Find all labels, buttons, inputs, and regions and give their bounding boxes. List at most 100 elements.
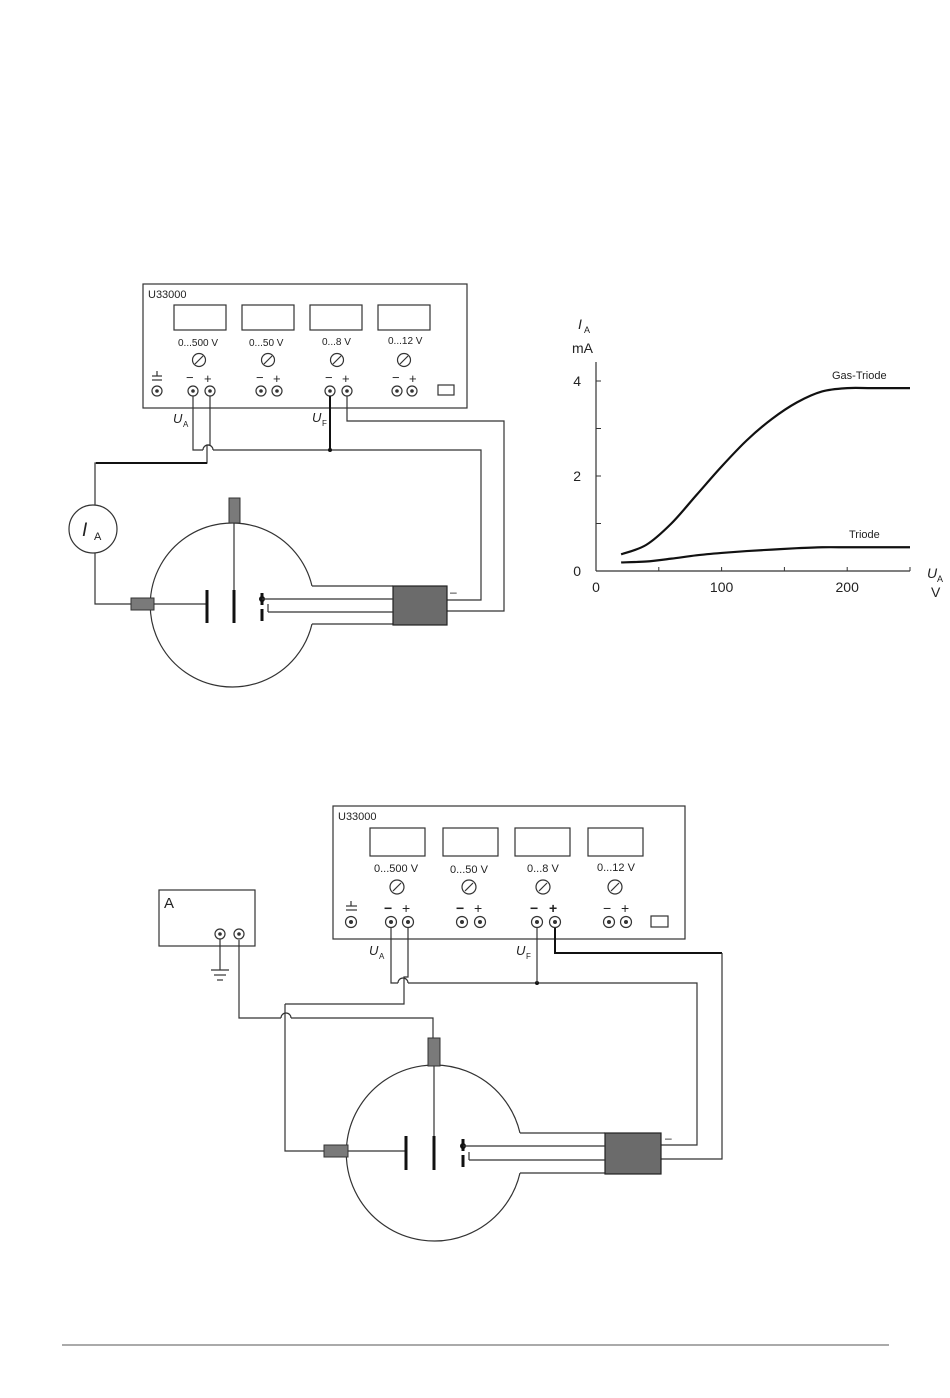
ammeter-2: A [159, 890, 255, 980]
plus-label: + [621, 900, 629, 916]
filament-voltage-label: U [516, 943, 526, 958]
y-tick-label: 4 [573, 373, 581, 389]
socket-icon[interactable] [256, 386, 266, 396]
display-12v [378, 305, 430, 330]
filament-voltage-sub: F [322, 419, 327, 428]
ammeter-sub: A [94, 531, 102, 543]
y-axis-label-sub: A [584, 325, 590, 335]
x-axis-label-sub: A [937, 574, 943, 584]
socket-icon[interactable] [272, 386, 282, 396]
socket-icon[interactable] [152, 386, 162, 396]
plus-label: + [474, 900, 482, 916]
series-label-gas-triode: Gas-Triode [832, 370, 887, 382]
knob-50v-icon[interactable] [262, 354, 275, 367]
anode-voltage-sub: A [379, 952, 385, 961]
knob-50v-icon[interactable] [462, 880, 476, 894]
socket-icon[interactable] [457, 917, 468, 928]
anode-voltage-sub: A [183, 420, 189, 429]
x-tick-label: 0 [592, 579, 600, 595]
socket-icon[interactable] [342, 386, 352, 396]
iv-chart: 0100200024 I A mA U A V Gas-Triode Triod… [572, 316, 943, 600]
range-label-8v: 0...8 V [527, 863, 559, 875]
socket-icon[interactable] [475, 917, 486, 928]
socket-icon[interactable] [407, 386, 417, 396]
knob-8v-icon[interactable] [331, 354, 344, 367]
gas-triode-tube-2: – [324, 1038, 672, 1241]
filament-voltage-sub: F [526, 952, 531, 961]
display-500v [174, 305, 226, 330]
socket-icon[interactable] [234, 929, 244, 939]
display-50v [242, 305, 294, 330]
gas-triode-tube-1: – [131, 498, 457, 687]
socket-icon[interactable] [392, 386, 402, 396]
supply-model: U33000 [338, 811, 377, 823]
y-axis-unit: mA [572, 340, 594, 356]
ammeter-1: I A [69, 505, 117, 553]
socket-icon[interactable] [550, 917, 561, 928]
knob-12v-icon[interactable] [608, 880, 622, 894]
socket-icon[interactable] [532, 917, 543, 928]
wiring-2 [239, 928, 722, 1159]
filament-voltage-label: U [312, 410, 322, 425]
display-12v [588, 828, 643, 856]
power-supply-2: U33000 0...500 V 0...50 V 0...8 V 0...12… [333, 806, 685, 939]
x-tick-label: 100 [710, 579, 734, 595]
socket-icon[interactable] [215, 929, 225, 939]
socket-icon[interactable] [604, 917, 615, 928]
anode-voltage-label: U [369, 943, 379, 958]
plus-label: + [402, 900, 410, 916]
minus-label: − [186, 370, 194, 385]
minus-label: − [384, 900, 392, 916]
range-label-12v: 0...12 V [597, 862, 636, 874]
minus-label: − [256, 370, 264, 385]
minus-label: − [456, 900, 464, 916]
minus-label: − [325, 370, 333, 385]
knob-12v-icon[interactable] [398, 354, 411, 367]
socket-icon[interactable] [346, 917, 357, 928]
plus-label: + [273, 371, 281, 386]
circuit-2: U33000 0...500 V 0...50 V 0...8 V 0...12… [159, 806, 722, 1241]
knob-500v-icon[interactable] [193, 354, 206, 367]
power-supply-1: U33000 0...500 V 0...50 V 0...8 V 0...12… [143, 284, 467, 408]
display-500v [370, 828, 425, 856]
supply-model: U33000 [148, 289, 187, 301]
anode-voltage-label: U [173, 411, 183, 426]
minus-label: − [603, 900, 611, 916]
plus-label: + [549, 900, 557, 916]
socket-icon[interactable] [621, 917, 632, 928]
range-label-500v: 0...500 V [178, 338, 218, 349]
minus-label: − [530, 900, 538, 916]
plus-label: + [409, 371, 417, 386]
display-8v [310, 305, 362, 330]
knob-8v-icon[interactable] [536, 880, 550, 894]
knob-500v-icon[interactable] [390, 880, 404, 894]
socket-icon[interactable] [386, 917, 397, 928]
socket-minus-label: – [450, 585, 457, 599]
socket-minus-label: – [665, 1131, 672, 1145]
series-line-triode [621, 547, 910, 562]
series-label-triode: Triode [849, 529, 880, 541]
grid-connector [229, 498, 240, 523]
socket-icon[interactable] [325, 386, 335, 396]
socket-icon[interactable] [205, 386, 215, 396]
range-label-500v: 0...500 V [374, 863, 419, 875]
power-switch[interactable] [438, 385, 454, 395]
plus-label: + [204, 371, 212, 386]
anode-connector [324, 1145, 348, 1157]
y-tick-label: 2 [573, 468, 581, 484]
y-tick-label: 0 [573, 563, 581, 579]
grid-connector [428, 1038, 440, 1066]
range-label-8v: 0...8 V [322, 337, 351, 348]
range-label-50v: 0...50 V [450, 864, 489, 876]
socket-icon[interactable] [188, 386, 198, 396]
power-switch[interactable] [651, 916, 668, 927]
ammeter-symbol: I [82, 520, 88, 541]
tube-socket [393, 586, 447, 625]
x-axis-unit: V [931, 584, 941, 600]
socket-icon[interactable] [403, 917, 414, 928]
display-8v [515, 828, 570, 856]
minus-label: − [392, 370, 400, 385]
wiring-1 [95, 396, 504, 611]
ammeter-label: A [164, 895, 174, 912]
